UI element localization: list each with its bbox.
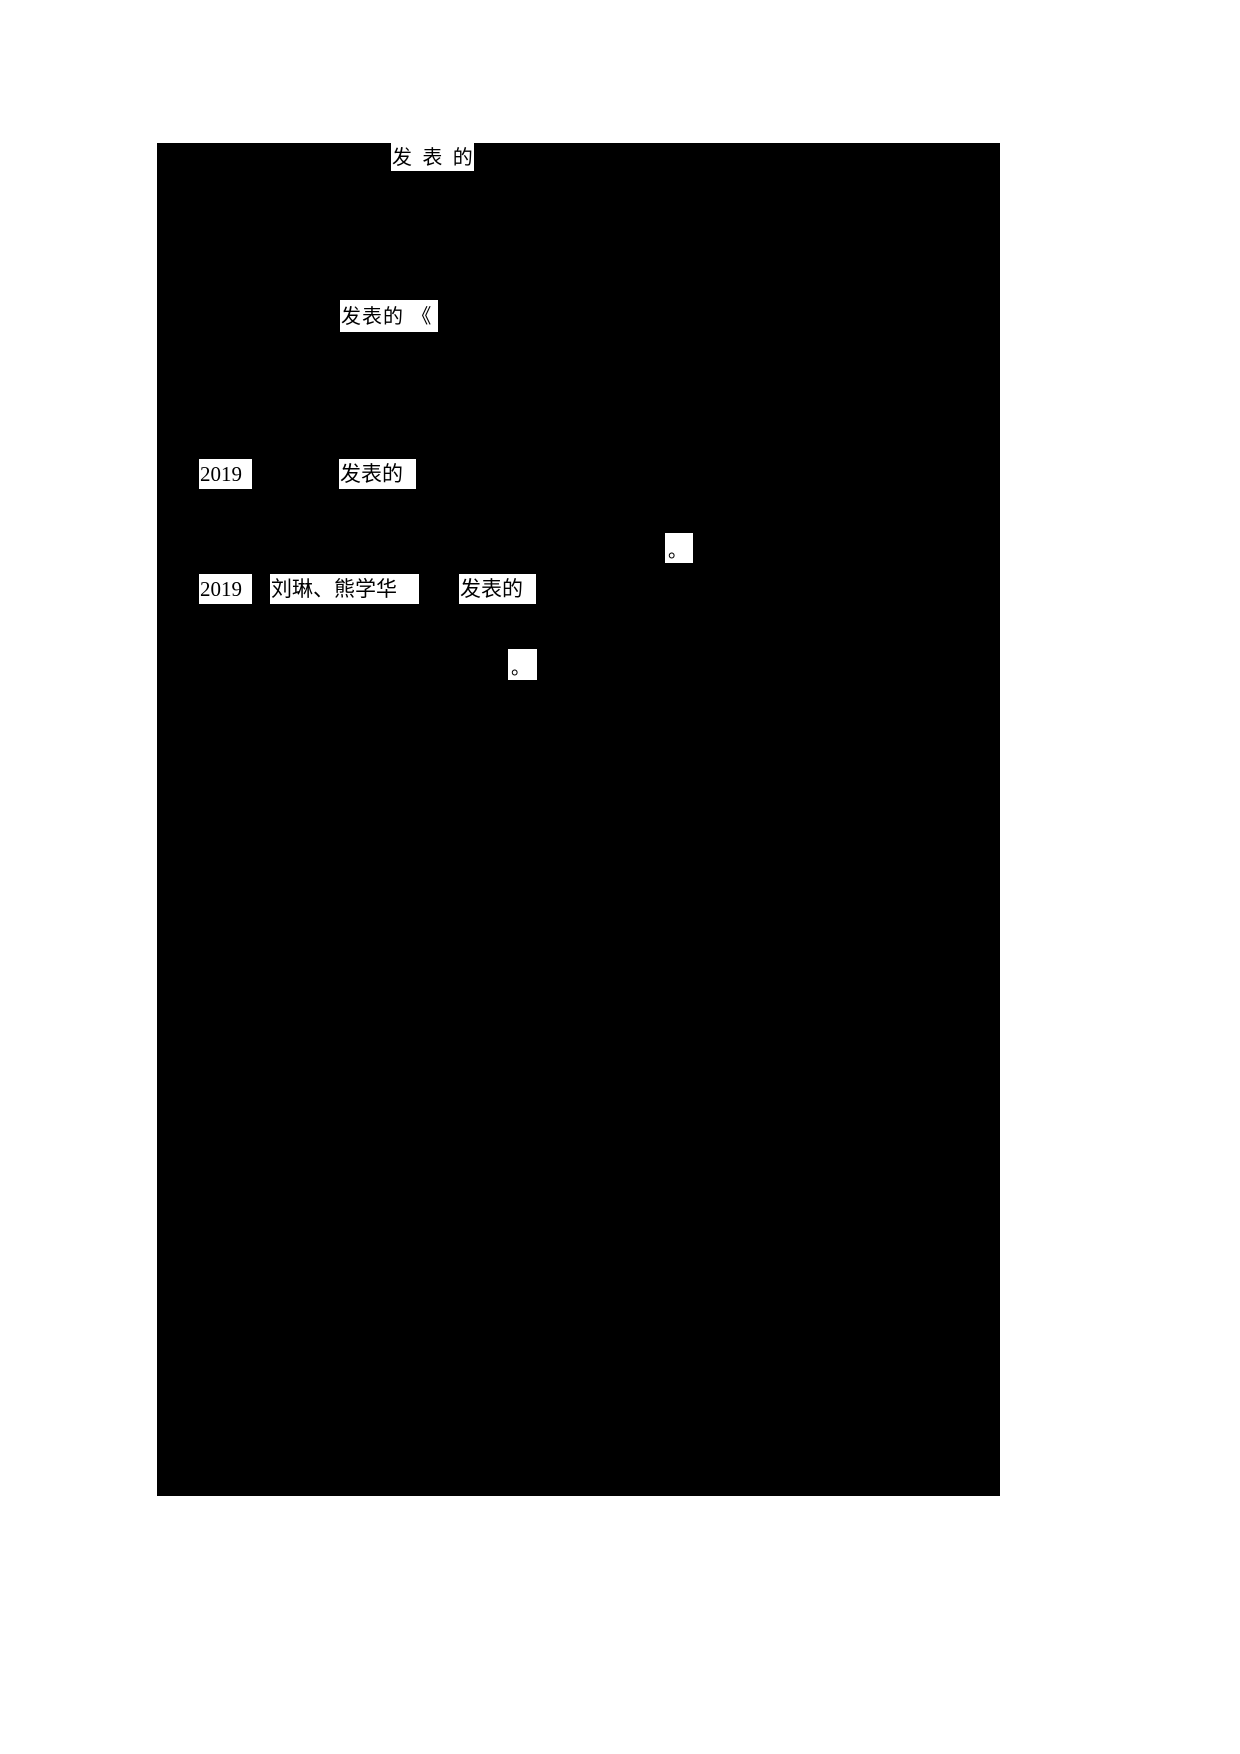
revealed-text-fragment-2: 发表的 《 <box>340 300 438 332</box>
revealed-punctuation-fragment-2: 。 <box>508 649 537 680</box>
revealed-text-fragment-1: 发 表 的 <box>391 143 474 171</box>
revealed-text-fragment-3: 发表的 <box>339 459 416 489</box>
revealed-year-fragment-1: 2019 <box>199 459 252 489</box>
revealed-text-fragment-4: 发表的 <box>459 574 536 604</box>
revealed-year-fragment-2: 2019 <box>199 574 252 604</box>
revealed-author-names-fragment: 刘琳、熊学华 <box>270 574 419 604</box>
revealed-punctuation-fragment-1: 。 <box>665 533 693 563</box>
redaction-block <box>157 143 1000 1496</box>
